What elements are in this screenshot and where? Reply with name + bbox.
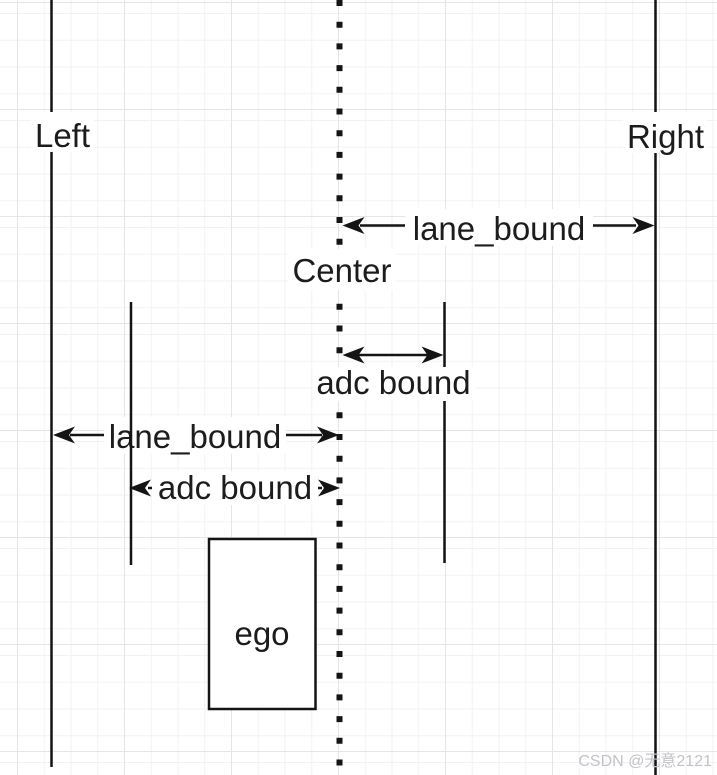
adc-bound-lower-label-bg xyxy=(152,471,318,505)
adc-bound-lower-label: adc bound xyxy=(158,469,312,506)
center-label-group: Center xyxy=(288,249,396,290)
arrowhead-right xyxy=(318,479,340,497)
left-lane-label: Left xyxy=(35,117,90,154)
right-lane-label-bg xyxy=(623,112,707,153)
lane-bound-lower-label-bg xyxy=(104,417,286,454)
right-lane-label-group: Right xyxy=(623,112,707,155)
lane-bound-upper-label: lane_bound xyxy=(413,210,586,247)
left-lane-label-bg xyxy=(31,112,94,152)
ego-box xyxy=(207,537,317,711)
arrowhead-left xyxy=(342,217,365,234)
left-lane-label-group: Left xyxy=(31,112,94,154)
center-label: Center xyxy=(292,252,391,289)
arrowhead-left xyxy=(129,479,151,497)
right-lane-label: Right xyxy=(627,118,704,155)
center-label-bg xyxy=(288,249,396,290)
lane-bound-lower-label: lane_bound xyxy=(109,418,282,455)
adc-bound-upper-label: adc bound xyxy=(316,364,470,401)
watermark-text: CSDN @无意2121 xyxy=(578,751,712,770)
arrowhead-right xyxy=(421,346,444,364)
lane-bound-lower-arrow: lane_bound xyxy=(53,417,339,455)
lane-bound-upper-label-bg xyxy=(405,209,593,246)
ego-box-group: ego xyxy=(207,537,317,711)
arrowhead-left xyxy=(342,346,365,364)
arrowhead-right xyxy=(317,426,339,444)
adc-bound-upper-arrow: adc bound xyxy=(313,346,476,401)
lane-bound-upper-arrow: lane_bound xyxy=(342,209,655,247)
adc-bound-upper-label-bg xyxy=(313,367,476,401)
arrowhead-right xyxy=(632,217,655,234)
arrowhead-left xyxy=(53,426,75,444)
adc-bound-lower-arrow: adc bound xyxy=(129,469,340,506)
ego-label: ego xyxy=(234,615,289,652)
